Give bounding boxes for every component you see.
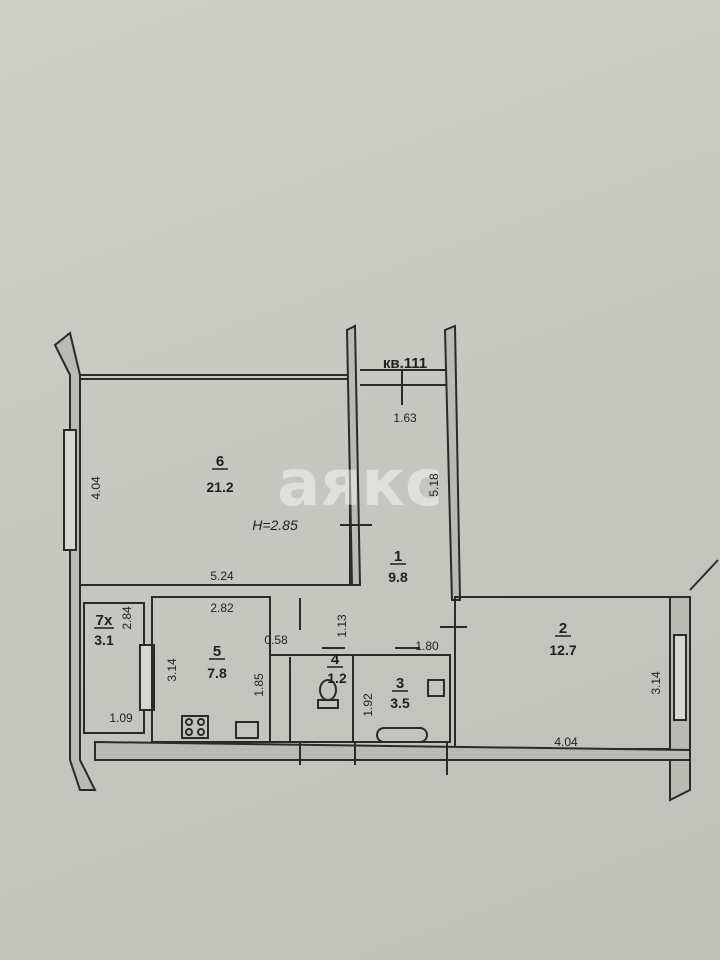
room-1-number: 1 bbox=[394, 548, 402, 565]
dim-1-85: 1.85 bbox=[252, 673, 266, 697]
room-4-number: 4 bbox=[331, 651, 340, 668]
wall-corridor-right bbox=[443, 324, 462, 601]
ceiling-height: H=2.85 bbox=[252, 517, 298, 533]
room-6-number: 6 bbox=[216, 453, 224, 470]
dim-1-09: 1.09 bbox=[109, 711, 133, 725]
room-4-area: 1.2 bbox=[327, 670, 347, 686]
bathtub-icon bbox=[376, 727, 428, 743]
dim-5-24: 5.24 bbox=[210, 569, 234, 583]
apartment-label: кв.111 bbox=[383, 355, 427, 372]
room-5-number: 5 bbox=[213, 643, 221, 660]
dim-3-14-right: 3.14 bbox=[649, 671, 663, 695]
window-room-7x bbox=[139, 644, 155, 711]
room-2-area: 12.7 bbox=[549, 642, 576, 658]
room-6-area: 21.2 bbox=[206, 479, 233, 495]
dim-1-92: 1.92 bbox=[361, 693, 375, 717]
window-room-2 bbox=[673, 634, 687, 721]
room-1-area: 9.8 bbox=[388, 569, 408, 585]
room-2-number: 2 bbox=[559, 620, 567, 637]
dim-1-80: 1.80 bbox=[415, 639, 439, 653]
dim-4-04-left: 4.04 bbox=[89, 476, 103, 500]
dim-5-18: 5.18 bbox=[427, 473, 441, 497]
room-7x-area: 3.1 bbox=[94, 632, 114, 648]
sink-icon bbox=[235, 721, 259, 739]
room-3-number: 3 bbox=[396, 675, 404, 692]
dim-1-13: 1.13 bbox=[335, 614, 349, 638]
room-5-area: 7.8 bbox=[207, 665, 227, 681]
dim-4-04-bottom: 4.04 bbox=[554, 735, 578, 749]
stove-burner bbox=[185, 728, 193, 736]
stove-icon bbox=[181, 715, 209, 739]
window-room-6 bbox=[63, 429, 77, 551]
stove-burner bbox=[197, 718, 205, 726]
dim-2-82: 2.82 bbox=[210, 601, 234, 615]
outer-wall-bottom bbox=[94, 740, 691, 761]
room-7x-number: 7х bbox=[96, 612, 113, 629]
washbasin-icon bbox=[427, 679, 445, 697]
wall-room6-corridor bbox=[345, 324, 362, 586]
stove-burner bbox=[197, 728, 205, 736]
dim-3-14-left: 3.14 bbox=[165, 658, 179, 682]
watermark: аякс bbox=[277, 447, 443, 521]
room-3-area: 3.5 bbox=[390, 695, 410, 711]
toilet-tank-icon bbox=[317, 699, 339, 709]
outer-wall-right-top bbox=[689, 559, 719, 591]
room-4-outline bbox=[269, 654, 354, 743]
dim-0-58: 0.58 bbox=[264, 633, 288, 647]
dim-1-63: 1.63 bbox=[393, 411, 417, 425]
stove-burner bbox=[185, 718, 193, 726]
outer-wall-left bbox=[53, 331, 97, 791]
dim-2-84: 2.84 bbox=[120, 606, 134, 630]
